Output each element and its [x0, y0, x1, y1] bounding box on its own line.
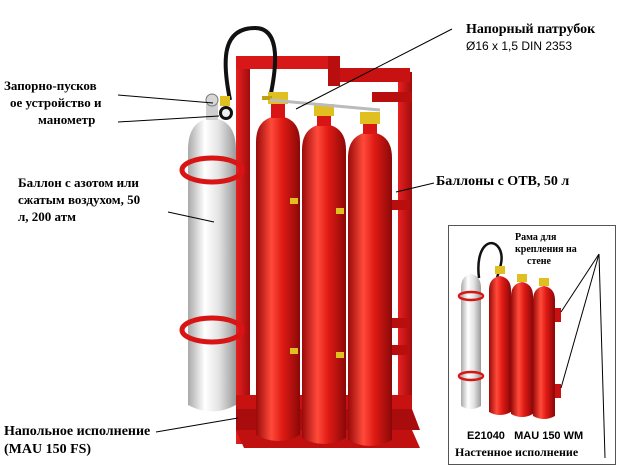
nozzle-title: Напорный патрубок	[466, 22, 596, 37]
floor-label-line2: (MAU 150 FS)	[4, 442, 92, 457]
hose	[223, 25, 278, 101]
nitrogen-label-line2: сжатым воздухом, 50	[18, 192, 141, 207]
manifold-pipe	[269, 98, 381, 112]
inset-illustration	[457, 242, 606, 459]
wall-mount-inset: Рама для крепления на стене E21040 MAU 1…	[448, 225, 616, 465]
otv-cylinder-3	[348, 112, 392, 446]
nitrogen-label-line1: Баллон с азотом или	[18, 175, 139, 190]
otv-cylinders-label: Баллоны с ОТВ, 50 л	[436, 174, 570, 189]
floor-label-line1: Напольное исполнение	[4, 424, 151, 439]
valve-label-line3: манометр	[38, 112, 96, 127]
rear-frame	[340, 68, 412, 444]
nitrogen-cylinder	[188, 93, 236, 412]
otv-cylinder-2	[302, 104, 346, 444]
inset-frame-line1: Рама для	[515, 232, 557, 243]
valve-label-line1: Запорно-пусков	[4, 78, 97, 93]
otv-cylinder-1	[256, 92, 300, 441]
inset-frame-line3: стене	[527, 256, 551, 267]
inset-frame-line2: крепления на	[515, 244, 577, 255]
nozzle-spec: Ø16 x 1,5 DIN 2353	[466, 39, 573, 53]
nitrogen-label-line3: л, 200 атм	[18, 209, 76, 224]
cylinder-clamps	[179, 155, 245, 345]
callout-lines	[117, 28, 453, 433]
inset-model: E21040 MAU 150 WM	[467, 430, 584, 442]
valve-label-line2: ое устройство и	[10, 95, 102, 110]
inset-caption: Настенное исполнение	[455, 445, 579, 459]
